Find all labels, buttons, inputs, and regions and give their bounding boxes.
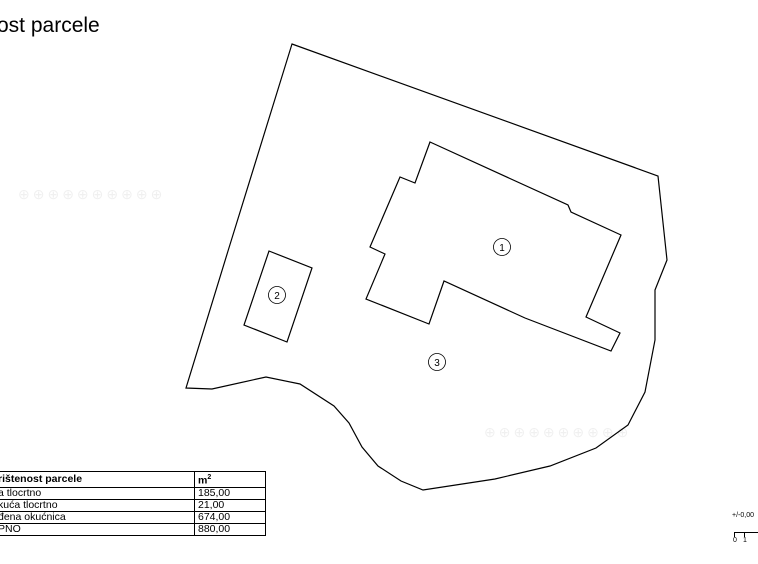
level-mark: +/-0,00 — [732, 512, 754, 519]
area-table-header-name: rištenost parcele — [0, 471, 195, 488]
row-name: kuća tlocrtno — [0, 498, 195, 512]
unit-text: m — [198, 474, 208, 487]
area-table: rištenost parcele m2 a tlocrtno 185,00 k… — [0, 471, 266, 536]
building-small-outline — [243, 250, 313, 343]
row-name: a tlocrtno — [0, 486, 195, 500]
scale-bar-line — [734, 532, 758, 537]
plan-label-1: 1 — [493, 238, 511, 256]
scale-label-next: 1 — [743, 537, 747, 544]
plan-label-2-text: 2 — [274, 291, 280, 302]
building-house-outline — [365, 141, 622, 352]
table-row: PNO 880,00 — [0, 522, 266, 536]
row-value: 185,00 — [194, 486, 266, 500]
scale-bar: 0 1 — [733, 530, 758, 544]
area-table-header: rištenost parcele m2 — [0, 471, 266, 488]
table-row: đena okućnica 674,00 — [0, 510, 266, 524]
watermark-bottom: ⊕⊕⊕⊕⊕⊕⊕⊕⊕⊕ — [484, 424, 632, 440]
plan-label-3-text: 3 — [434, 358, 440, 369]
plan-label-3: 3 — [428, 353, 446, 371]
row-name: đena okućnica — [0, 510, 195, 524]
row-value: 880,00 — [194, 522, 266, 536]
scale-label-start: 0 — [733, 537, 737, 544]
scale-bar-tick — [744, 532, 745, 537]
area-table-header-unit: m2 — [194, 471, 266, 488]
row-value: 21,00 — [194, 498, 266, 512]
plan-label-1-text: 1 — [499, 243, 505, 254]
table-row: kuća tlocrtno 21,00 — [0, 498, 266, 512]
watermark-top: ⊕⊕⊕⊕⊕⊕⊕⊕⊕⊕ — [18, 186, 166, 202]
unit-superscript: 2 — [207, 474, 212, 481]
parcel-boundary — [185, 43, 668, 491]
row-value: 674,00 — [194, 510, 266, 524]
row-name: PNO — [0, 522, 195, 536]
table-row: a tlocrtno 185,00 — [0, 486, 266, 500]
plan-label-2: 2 — [268, 286, 286, 304]
page-title: ost parcele — [0, 14, 100, 37]
